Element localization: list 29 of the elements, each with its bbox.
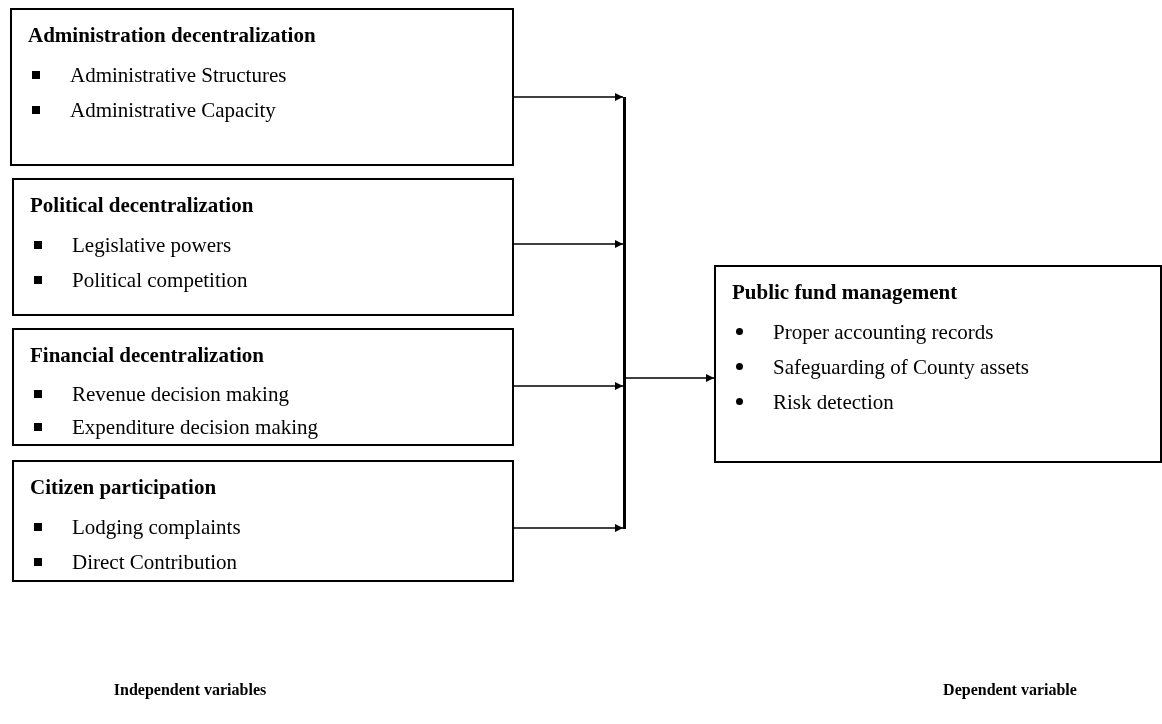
box-heading: Administration decentralization: [28, 22, 317, 48]
bullet-text: Risk detection: [773, 388, 894, 415]
variable-box: [714, 265, 1162, 463]
box-heading: Citizen participation: [30, 474, 218, 500]
bullet-text: Revenue decision making: [72, 380, 289, 407]
bullet-text: Lodging complaints: [72, 513, 241, 540]
bullet-text: Legislative powers: [72, 231, 232, 258]
bullet-text: Political competition: [72, 266, 248, 293]
arrow: [513, 382, 624, 390]
box-heading: Political decentralization: [30, 192, 255, 218]
arrow: [625, 374, 715, 382]
axis-caption: Independent variables: [112, 680, 268, 701]
bullet-text: Proper accounting records: [773, 318, 994, 345]
variable-box: [10, 8, 514, 166]
variable-box: [12, 178, 514, 316]
arrow: [513, 524, 624, 532]
bullet-text: Expenditure decision making: [72, 414, 319, 441]
box-heading: Public fund management: [732, 279, 959, 305]
bar-line: [623, 97, 626, 529]
variable-box: [12, 328, 514, 446]
bullet-text: Safeguarding of County assets: [773, 353, 1030, 380]
axis-caption: Dependent variable: [942, 680, 1078, 701]
arrow: [513, 93, 624, 101]
box-heading: Financial decentralization: [30, 342, 265, 368]
bullet-text: Direct Contribution: [72, 548, 238, 575]
bullet-text: Administrative Structures: [70, 61, 287, 88]
arrow: [513, 240, 624, 248]
bullet-text: Administrative Capacity: [70, 96, 276, 123]
variable-box: [12, 460, 514, 582]
